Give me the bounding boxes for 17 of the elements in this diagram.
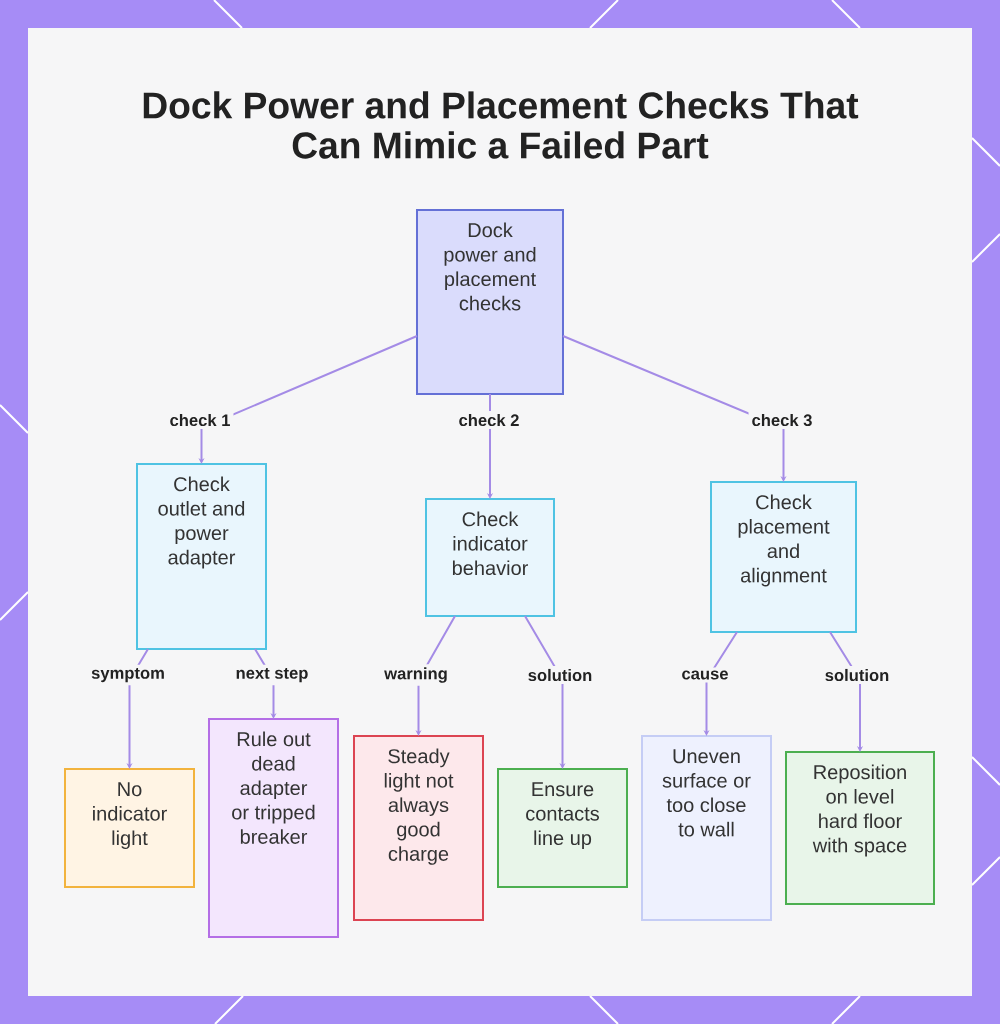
connector-line <box>562 335 787 482</box>
outcome-box: Reposition on level hard floor with space <box>785 751 935 905</box>
outcome-box: No indicator light <box>64 768 195 888</box>
outcome-box: Rule out dead adapter or tripped breaker <box>208 718 339 938</box>
diagram-title: Dock Power and Placement Checks That Can Mimic a Failed Part <box>143 91 859 159</box>
outcome-box: Ensure contacts line up <box>497 768 628 888</box>
outcome-box: Uneven surface or too close to wall <box>641 735 772 921</box>
edge-label: cause <box>678 667 732 683</box>
edge-label: symptom <box>88 664 168 686</box>
connector-line <box>829 631 864 752</box>
topic-box: Dock power and placement checks <box>416 209 564 395</box>
step-box: Check indicator behavior <box>425 498 555 617</box>
step-box: Check outlet and power adapter <box>136 463 267 650</box>
outcome-box: Steady light not always good charge <box>353 735 484 921</box>
edge-label: warning <box>381 664 451 686</box>
connector-line <box>524 615 566 769</box>
step-box: Check placement and alignment <box>710 481 857 633</box>
